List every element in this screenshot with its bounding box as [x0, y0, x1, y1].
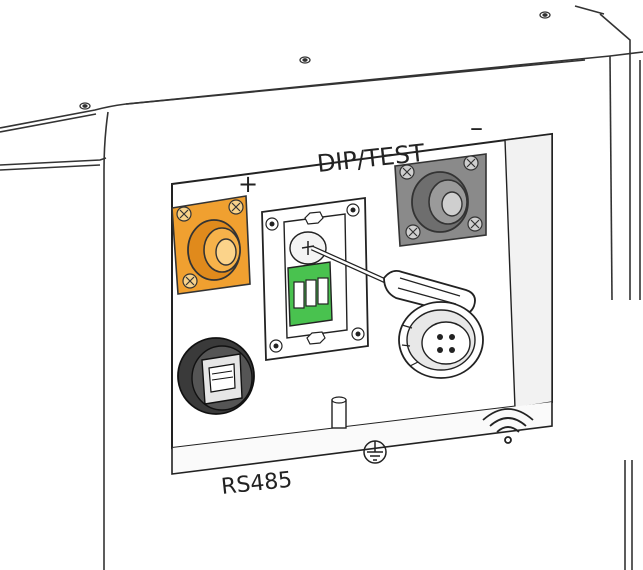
wifi-icon	[482, 408, 534, 444]
positive-label: +	[238, 170, 258, 198]
dip-switch-module	[261, 196, 369, 362]
housing	[0, 5, 643, 570]
mounting-holes	[79, 11, 551, 110]
rs485-label: RS485	[220, 468, 293, 500]
rs485-port	[177, 337, 255, 415]
ground-stud	[331, 396, 347, 429]
communication-connector	[398, 301, 484, 379]
negative-label: –	[470, 113, 483, 143]
negative-terminal	[394, 153, 487, 247]
ground-icon	[363, 440, 387, 464]
positive-terminal	[171, 195, 251, 295]
